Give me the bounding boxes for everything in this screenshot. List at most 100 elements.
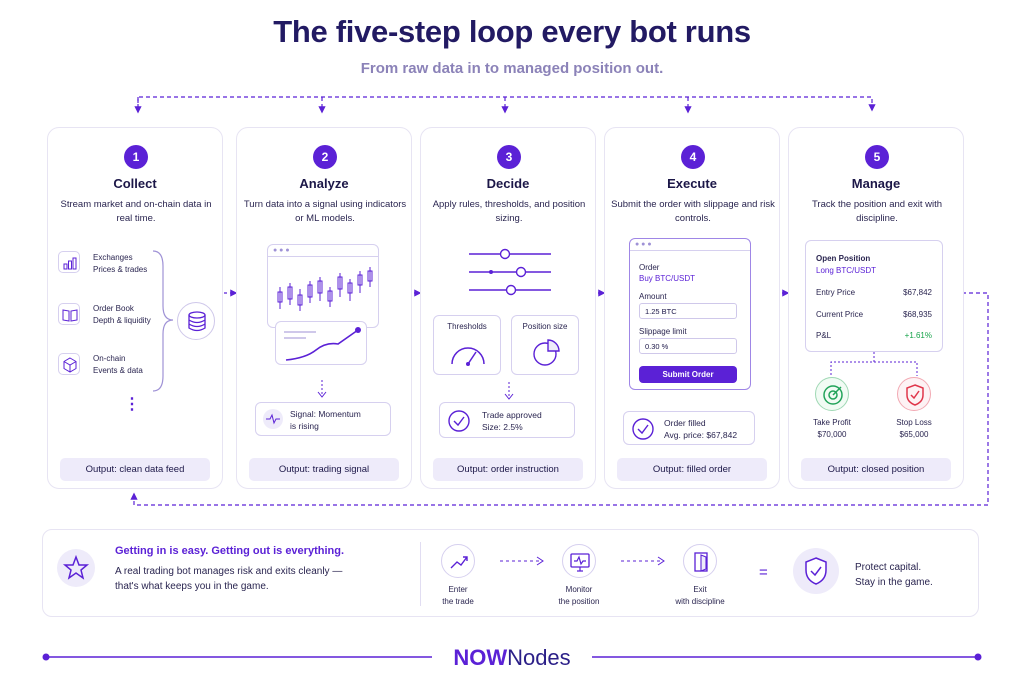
step-description: Apply rules, thresholds, and position si… xyxy=(432,199,586,224)
result-line1: Protect capital. xyxy=(855,562,922,573)
result-line1: Trade approved xyxy=(482,410,542,420)
thresholds-panel: Thresholds xyxy=(433,315,501,375)
check-circle-icon xyxy=(448,410,470,432)
page-title: The five-step loop every bot runs xyxy=(273,14,751,49)
shield-stop-icon xyxy=(897,377,931,411)
submit-order-button[interactable]: Submit Order xyxy=(639,366,737,383)
step-card-collect: 1 Collect Stream market and on-chain dat… xyxy=(47,127,223,489)
step-output: Output: filled order xyxy=(617,458,767,481)
brand-rule xyxy=(42,653,982,661)
step-title: Analyze xyxy=(299,176,349,191)
shield-check-icon xyxy=(793,548,839,594)
pie-icon xyxy=(533,339,560,366)
order-value: Buy BTC/USDT xyxy=(639,274,696,283)
current-price-label: Current Price xyxy=(816,310,864,319)
split-connector xyxy=(830,352,918,376)
position-subtitle: Long BTC/USDT xyxy=(816,266,877,275)
step-description: Submit the order with slippage and risk … xyxy=(611,199,775,224)
return-loop-line xyxy=(130,292,989,506)
candlestick-chart-window: ● ● ● xyxy=(267,244,379,328)
step-number: 4 xyxy=(681,145,705,169)
step-number: 1 xyxy=(124,145,148,169)
flow-arrow xyxy=(500,556,544,566)
flow-step-line2: the trade xyxy=(442,597,474,606)
cube-icon xyxy=(58,353,80,375)
step-number: 3 xyxy=(497,145,521,169)
step-output: Output: closed position xyxy=(801,458,951,481)
flow-step-line1: Exit xyxy=(693,585,707,594)
stop-loss-label: Stop Loss xyxy=(896,418,932,427)
candlestick-icon xyxy=(277,267,373,311)
step-title: Decide xyxy=(486,176,530,191)
signal-line1: Signal: Momentum xyxy=(290,409,361,419)
signal-box: Signal: Momentum is rising xyxy=(255,402,391,436)
source-title: Order Book xyxy=(93,304,134,313)
page-subtitle: From raw data in to managed position out… xyxy=(360,60,664,77)
entry-price-label: Entry Price xyxy=(816,288,856,297)
step-title: Execute xyxy=(667,176,717,191)
position-size-panel: Position size xyxy=(511,315,579,375)
source-subtitle: Depth & liquidity xyxy=(93,316,151,325)
signal-line2: is rising xyxy=(290,421,319,431)
flow-arrow xyxy=(621,556,665,566)
gauge-icon xyxy=(451,347,485,366)
pnl-label: P&L xyxy=(816,331,832,340)
pnl-value: +1.61% xyxy=(904,331,932,340)
step-card-execute: 4 Execute Submit the order with slippage… xyxy=(604,127,780,489)
exit-door-icon xyxy=(683,544,717,578)
trade-approved-box: Trade approved Size: 2.5% xyxy=(439,402,575,438)
result-line2: Avg. price: $67,842 xyxy=(664,430,738,440)
database-icon xyxy=(177,302,215,340)
order-form: ● ● ● Order Buy BTC/USDT Amount 1.25 BTC… xyxy=(629,238,751,390)
summary-body-line1: A real trading bot manages risk and exit… xyxy=(115,566,343,577)
step-output: Output: trading signal xyxy=(249,458,399,481)
step-title: Manage xyxy=(851,176,901,191)
more-sources-ellipsis: ⋮ xyxy=(124,396,140,413)
check-circle-icon xyxy=(632,418,654,440)
stop-loss-value: $65,000 xyxy=(899,430,929,439)
trend-chart-window xyxy=(275,321,367,365)
book-icon xyxy=(58,303,80,325)
source-subtitle: Prices & trades xyxy=(93,265,148,274)
pulse-icon xyxy=(263,409,283,429)
step-number: 5 xyxy=(865,145,889,169)
slippage-label: Slippage limit xyxy=(639,327,687,336)
sliders-icon xyxy=(469,248,551,296)
flow-step-line2: the position xyxy=(558,597,600,606)
position-size-label: Position size xyxy=(522,322,568,331)
divider xyxy=(420,542,421,606)
brand-regular: Nodes xyxy=(507,645,571,670)
position-panel: Open Position Long BTC/USDT Entry Price … xyxy=(805,240,943,352)
source-brace xyxy=(152,250,174,392)
step-card-analyze: 2 Analyze Turn data into a signal using … xyxy=(236,127,412,489)
step-output: Output: order instruction xyxy=(433,458,583,481)
bar-chart-icon xyxy=(58,251,80,273)
source-title: Exchanges xyxy=(93,253,133,262)
monitor-icon xyxy=(562,544,596,578)
summary-panel: Getting in is easy. Getting out is every… xyxy=(42,529,979,617)
entry-price-value: $67,842 xyxy=(903,288,932,297)
slippage-field[interactable]: 0.30 % xyxy=(639,338,737,354)
flow-step-line1: Monitor xyxy=(565,585,593,594)
thresholds-label: Thresholds xyxy=(447,322,487,331)
take-profit-value: $70,000 xyxy=(817,430,847,439)
trend-up-icon xyxy=(441,544,475,578)
position-title: Open Position xyxy=(816,254,871,263)
result-line2: Stay in the game. xyxy=(855,577,933,588)
down-arrow xyxy=(317,380,327,398)
summary-headline: Getting in is easy. Getting out is every… xyxy=(115,545,345,557)
step-description: Turn data into a signal using indicators… xyxy=(243,199,407,224)
step-title: Collect xyxy=(113,176,157,191)
trend-line-icon xyxy=(284,327,361,361)
amount-field[interactable]: 1.25 BTC xyxy=(639,303,737,319)
order-label: Order xyxy=(639,263,660,272)
step-output: Output: clean data feed xyxy=(60,458,210,481)
step-card-manage: 5 Manage Track the position and exit wit… xyxy=(788,127,964,489)
current-price-value: $68,935 xyxy=(903,310,932,319)
equals-sign: = xyxy=(759,564,768,581)
order-filled-box: Order filled Avg. price: $67,842 xyxy=(623,411,755,445)
step-card-decide: 3 Decide Apply rules, thresholds, and po… xyxy=(420,127,596,489)
source-subtitle: Events & data xyxy=(93,366,143,375)
flow-step-line1: Enter xyxy=(448,585,468,594)
take-profit-label: Take Profit xyxy=(813,418,851,427)
